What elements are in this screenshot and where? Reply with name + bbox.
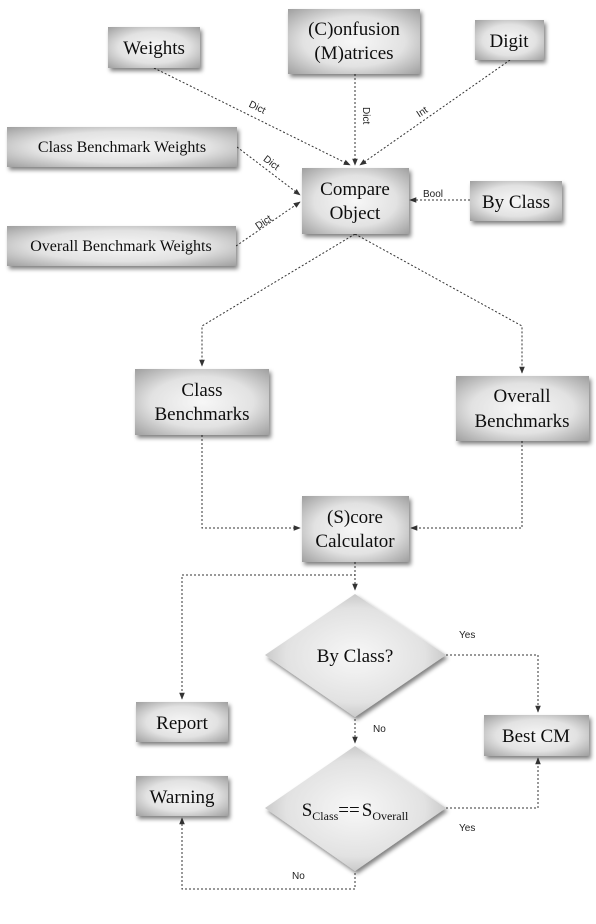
label-weights-dict: Dict: [247, 99, 268, 117]
cond-s2: S: [362, 800, 373, 821]
node-best-cm-label: Best CM: [502, 726, 570, 747]
label-overall-weights-dict: Dict: [254, 213, 275, 232]
edge-byclass-yes-to-bestcm: [446, 654, 541, 713]
node-overall-benchmark-weights[interactable]: Overall Benchmark Weights: [7, 226, 236, 266]
node-confusion-matrices[interactable]: (C)onfusion (M)atrices: [288, 9, 420, 74]
label-no-2: No: [292, 871, 305, 882]
node-overall-bench-label-2: Benchmarks: [475, 411, 570, 432]
label-yes-1: Yes: [459, 630, 475, 641]
node-by-class-label: By Class: [482, 192, 550, 213]
edge-compare-to-class-bench: [199, 233, 356, 367]
edge-class-bench-to-score: [201, 435, 301, 531]
label-yes-2: Yes: [459, 823, 475, 834]
node-cm-label-1: (C)onfusion: [308, 19, 400, 40]
node-by-class-decision-label: By Class?: [317, 646, 394, 667]
node-class-benchmarks[interactable]: Class Benchmarks: [135, 369, 269, 435]
node-score-label-1: (S)core: [327, 507, 383, 528]
cond-s1: S: [302, 800, 313, 821]
edge-weights-to-compare: [153, 67, 351, 166]
node-by-class[interactable]: By Class: [470, 181, 562, 221]
node-overall-bench-label-1: Overall: [494, 386, 551, 407]
edge-overall-bench-to-score: [410, 441, 523, 531]
node-score-equality-decision[interactable]: SClass==SOverall: [265, 746, 446, 871]
edge-condition-no-to-warning: [179, 817, 356, 890]
node-class-bench-weights-label: Class Benchmark Weights: [38, 139, 206, 156]
node-compare-label-1: Compare: [320, 179, 390, 200]
edge-condition-yes-to-bestcm: [446, 757, 541, 809]
node-score-label-2: Calculator: [315, 531, 395, 552]
node-weights-label: Weights: [123, 38, 185, 59]
node-cm-label-2: (M)atrices: [314, 43, 393, 64]
node-class-bench-label-1: Class: [181, 380, 222, 401]
label-cm-dict: Dict: [360, 107, 371, 124]
node-class-benchmark-weights[interactable]: Class Benchmark Weights: [7, 127, 237, 167]
node-warning[interactable]: Warning: [136, 776, 228, 816]
edge-overall-weights-to-compare: [235, 201, 301, 247]
node-by-class-decision[interactable]: By Class?: [265, 594, 446, 717]
cond-sub1: Class: [312, 809, 338, 823]
node-weights[interactable]: Weights: [108, 27, 200, 68]
node-digit-label: Digit: [489, 31, 529, 52]
node-report-label: Report: [156, 713, 208, 734]
edge-digit-to-compare: [359, 59, 511, 166]
node-class-bench-label-2: Benchmarks: [155, 404, 250, 425]
node-score-equality-label: SClass==SOverall: [302, 800, 409, 823]
node-best-cm[interactable]: Best CM: [484, 715, 589, 756]
edge-compare-to-overall-bench: [354, 233, 525, 374]
edge-score-to-report: [179, 562, 356, 700]
cond-sub2: Overall: [372, 809, 409, 823]
node-report[interactable]: Report: [136, 702, 228, 742]
edges: [153, 59, 541, 890]
edge-class-weights-to-compare: [236, 146, 301, 196]
label-class-weights-dict: Dict: [261, 154, 282, 173]
label-no-1: No: [373, 724, 386, 735]
label-by-class-bool: Bool: [423, 189, 443, 200]
node-overall-benchmarks[interactable]: Overall Benchmarks: [456, 376, 589, 441]
node-score-calculator[interactable]: (S)core Calculator: [302, 496, 409, 562]
label-digit-int: Int: [415, 105, 431, 120]
node-digit[interactable]: Digit: [475, 20, 544, 60]
node-compare-label-2: Object: [330, 203, 381, 224]
nodes: Weights (C)onfusion (M)atrices Digit Cla…: [7, 9, 589, 871]
cond-eq: ==: [338, 800, 359, 821]
node-compare-object[interactable]: Compare Object: [302, 168, 409, 234]
node-warning-label: Warning: [150, 787, 215, 808]
node-overall-bench-weights-label: Overall Benchmark Weights: [30, 238, 211, 255]
